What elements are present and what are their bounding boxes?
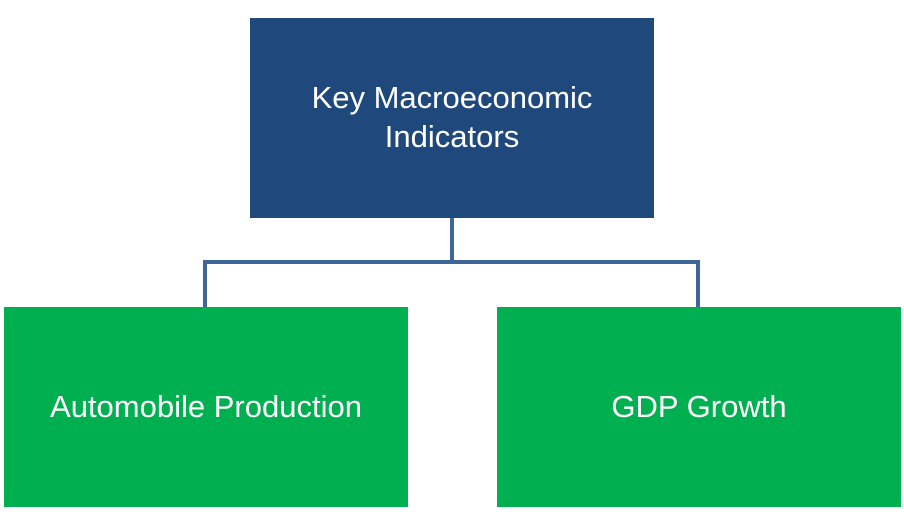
root-node-label-line2: Indicators bbox=[384, 119, 520, 154]
root-node-label: Key Macroeconomic Indicators bbox=[312, 79, 593, 157]
root-node-key-macroeconomic-indicators: Key Macroeconomic Indicators bbox=[250, 18, 654, 218]
root-node-label-line1: Key Macroeconomic bbox=[311, 80, 593, 116]
child-node-automobile-production: Automobile Production bbox=[4, 307, 408, 507]
child-node-label: Automobile Production bbox=[50, 388, 362, 424]
child-node-gdp-growth: GDP Growth bbox=[497, 307, 901, 507]
child-node-label: GDP Growth bbox=[611, 388, 787, 424]
